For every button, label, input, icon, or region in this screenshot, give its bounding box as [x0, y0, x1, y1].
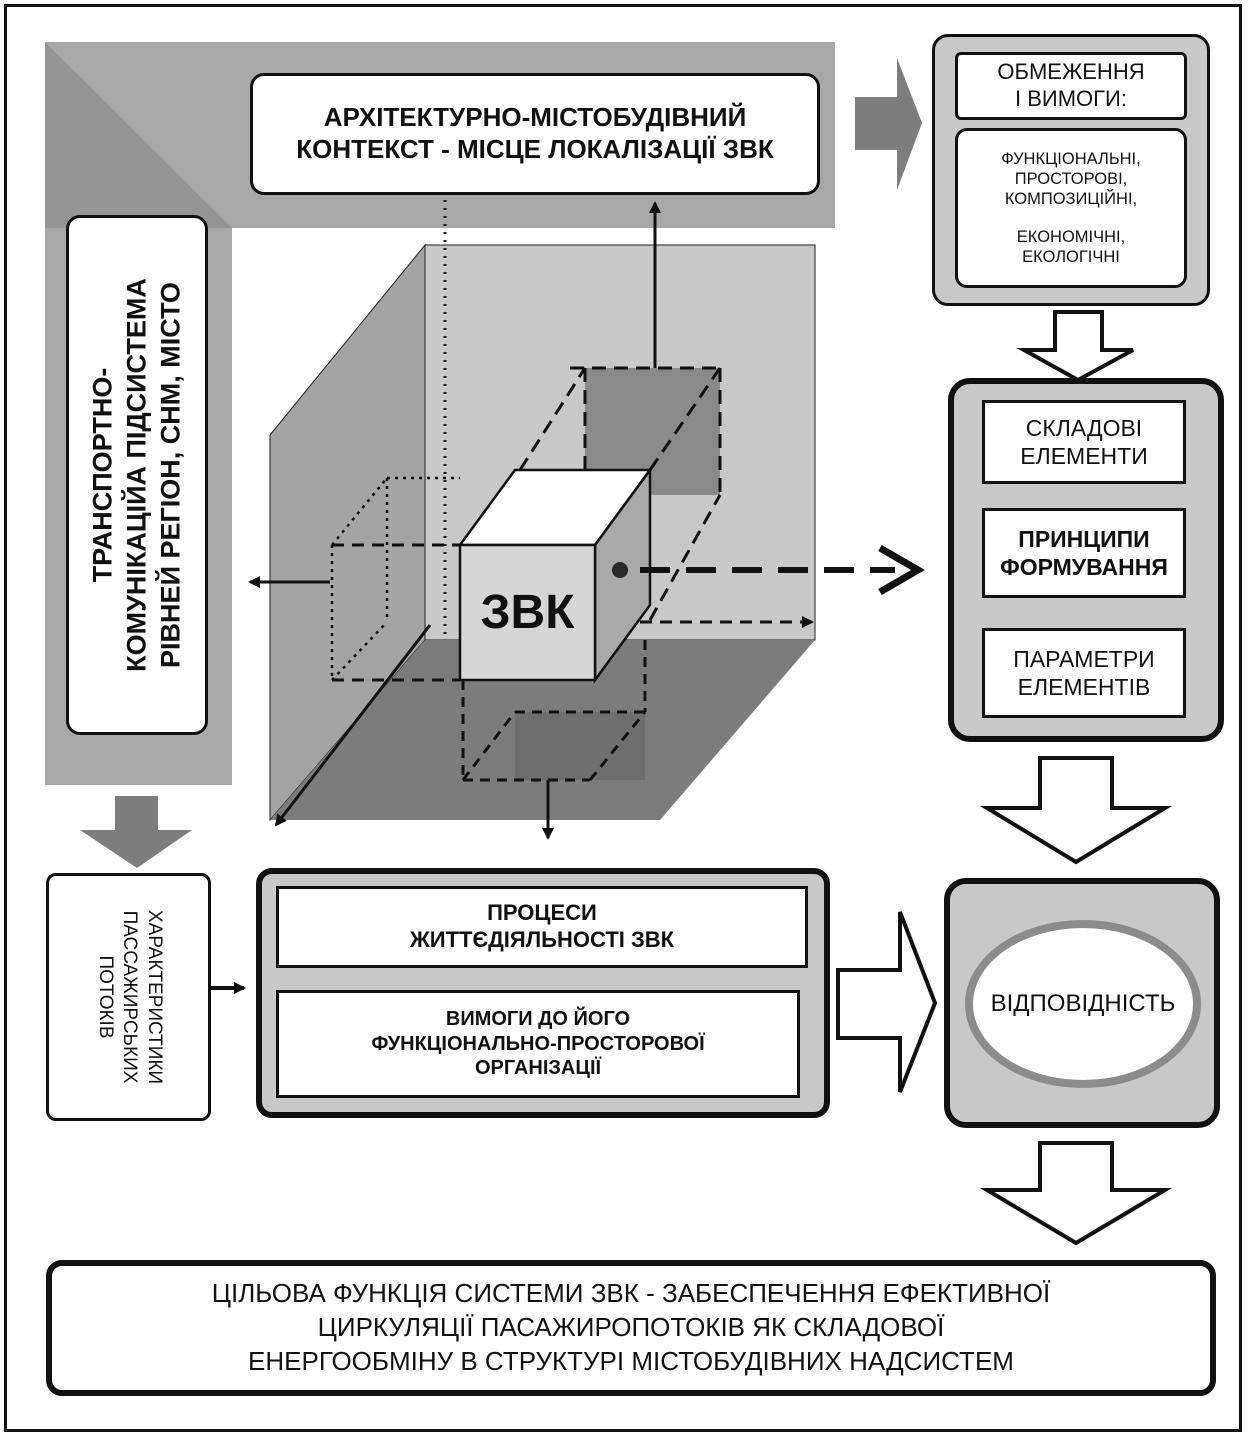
outline-arrow-components-to-compliance [979, 756, 1173, 865]
cube-label: ЗВК [480, 586, 575, 639]
compliance-ring: ВІДПОВІДНІСТЬ [965, 920, 1201, 1088]
constraints-title: ОБМЕЖЕННЯ І ВИМОГИ: [997, 59, 1145, 111]
goal-box: ЦІЛЬОВА ФУНКЦІЯ СИСТЕМИ ЗВК - ЗАБЕСПЕЧЕН… [46, 1260, 1216, 1396]
bottom-dashed-face [515, 712, 645, 780]
processes-requirements: ВИМОГИ ДО ЙОГО ФУНКЦІОНАЛЬНО-ПРОСТОРОВОЇ… [371, 1008, 705, 1080]
outline-arrow-processes-to-compliance [836, 911, 938, 1093]
context-box-text: АРХІТЕКТУРНО-МІСТОБУДІВНИЙ КОНТЕКСТ - МІ… [296, 102, 774, 164]
passenger-flows-box: ХАРАКТЕРИСТИКИ ПАССАЖИРСЬКИХ ПОТОКІВ [46, 873, 211, 1121]
context-box: АРХІТЕКТУРНО-МІСТОБУДІВНИЙ КОНТЕКСТ - МІ… [250, 73, 820, 195]
bottom-dashed-box [461, 640, 647, 782]
components-item-2: ПРИНЦИПИ ФОРМУВАННЯ [982, 508, 1186, 598]
passenger-flows-text: ХАРАКТЕРИСТИКИ ПАССАЖИРСЬКИХ ПОТОКІВ [94, 909, 165, 1085]
components-item-1-text: СКЛАДОВІ ЕЛЕМЕНТИ [1020, 414, 1148, 469]
components-item-2-text: ПРИНЦИПИ ФОРМУВАННЯ [1000, 525, 1168, 580]
components-item-3: ПАРАМЕТРИ ЕЛЕМЕНТІВ [982, 628, 1186, 718]
back-dashed-face [585, 368, 720, 495]
gray-arrow-to-constraints [855, 58, 922, 190]
cube-label-holder: ЗВК [460, 545, 595, 680]
back-dashed-box [518, 366, 722, 621]
cube-front-face [458, 543, 597, 682]
gray-arrow-down-to-flows [80, 796, 192, 868]
components-item-1: СКЛАДОВІ ЕЛЕМЕНТИ [982, 400, 1186, 484]
left-dashed-edges [332, 543, 460, 682]
constraints-types-1: ФУНКЦІОНАЛЬНІ, ПРОСТОРОВІ, КОМПОЗИЦІЙНІ, [1001, 149, 1141, 209]
context-transport-band [45, 42, 835, 785]
constraints-types-box: ФУНКЦІОНАЛЬНІ, ПРОСТОРОВІ, КОМПОЗИЦІЙНІ,… [955, 128, 1187, 288]
transport-box: ТРАНСПОРТНО- КОМУНІКАЦІЙА ПІДСИСТЕМА РІВ… [66, 215, 208, 735]
processes-requirements-box: ВИМОГИ ДО ЙОГО ФУНКЦІОНАЛЬНО-ПРОСТОРОВОЇ… [276, 990, 800, 1098]
axis-arrow-diagonal [274, 624, 432, 827]
diagram-frame [4, 4, 1242, 1432]
constraints-title-box: ОБМЕЖЕННЯ І ВИМОГИ: [955, 52, 1187, 120]
goal-text: ЦІЛЬОВА ФУНКЦІЯ СИСТЕМИ ЗВК - ЗАБЕСПЕЧЕН… [211, 1278, 1051, 1376]
constraints-types-2: ЕКОНОМІЧНІ, ЕКОЛОГІЧНІ [1016, 227, 1126, 267]
processes-title: ПРОЦЕСИ ЖИТТЄДІЯЛЬНОСТІ ЗВК [409, 900, 675, 952]
processes-title-box: ПРОЦЕСИ ЖИТТЄДІЯЛЬНОСТІ ЗВК [276, 886, 808, 968]
cube-anchor-point [612, 562, 628, 578]
dashed-arrow-head [878, 544, 925, 596]
left-dotted-box [330, 476, 460, 681]
transport-box-text: ТРАНСПОРТНО- КОМУНІКАЦІЙА ПІДСИСТЕМА РІВ… [87, 278, 185, 672]
compliance-text: ВІДПОВІДНІСТЬ [990, 990, 1176, 1018]
outline-arrow-compliance-to-goal [979, 1141, 1173, 1246]
components-item-3-text: ПАРАМЕТРИ ЕЛЕМЕНТІВ [1013, 645, 1155, 700]
outline-arrow-constraints-to-components [1016, 310, 1134, 383]
band-corner-shade [45, 42, 232, 228]
